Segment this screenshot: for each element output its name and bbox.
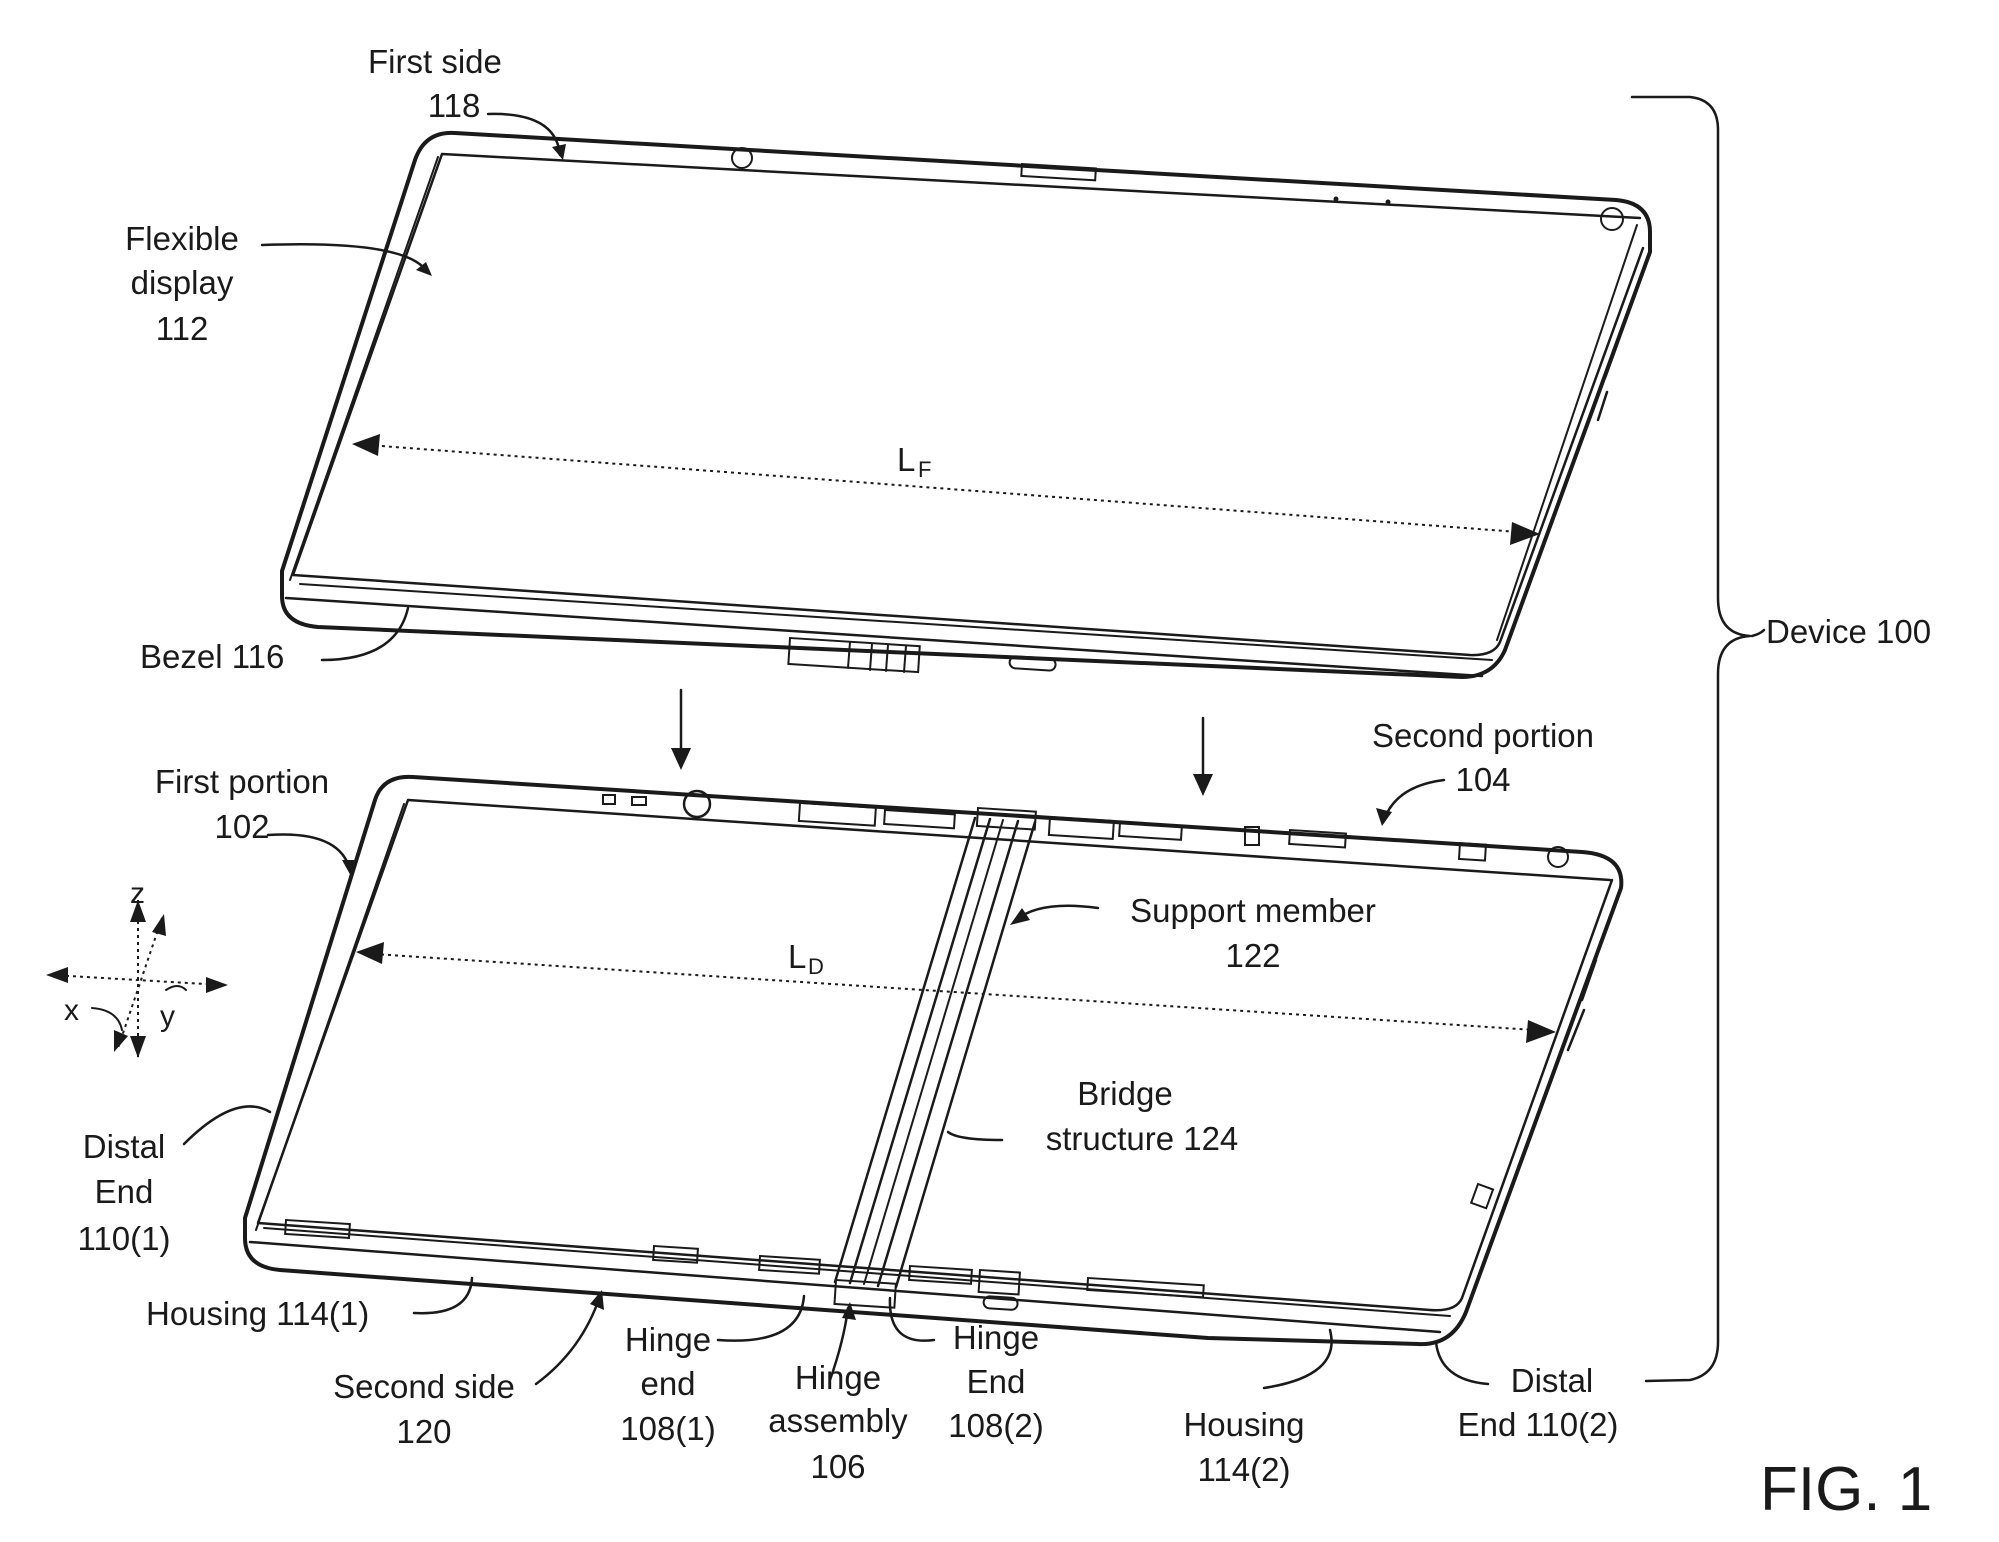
second-portion-label: Second portion [1372, 717, 1594, 754]
bridge-structure-label-1: Bridge [1077, 1075, 1172, 1112]
flexible-display-number: 112 [156, 310, 209, 347]
axes-icon [46, 900, 228, 1058]
bridge-structure-label-2: structure 124 [1046, 1120, 1239, 1157]
ld-label: L [788, 938, 806, 975]
distal-end-2-label-1: Distal [1511, 1362, 1594, 1399]
hinge-end-1-label-1: Hinge [625, 1321, 711, 1358]
device-bracket [1632, 97, 1750, 1381]
housing-2-label: Housing [1183, 1406, 1304, 1443]
hinge-end-1-number: 108(1) [620, 1410, 715, 1447]
distal-end-1-label-1: Distal [83, 1128, 166, 1165]
housing-2-number: 114(2) [1198, 1451, 1291, 1488]
flexible-display-panel [282, 133, 1650, 677]
hinge-end-2-label-2: End [967, 1363, 1026, 1400]
distal-end-1-label-2: End [95, 1173, 154, 1210]
ld-subscript: D [808, 954, 824, 979]
distal-end-2-label-2: End 110(2) [1458, 1406, 1619, 1443]
hinge-assembly-number: 106 [810, 1448, 865, 1485]
first-side-number: 118 [428, 87, 481, 124]
support-member-label: Support member [1130, 892, 1376, 929]
lf-label: L [897, 441, 915, 478]
hinge-end-2-number: 108(2) [948, 1407, 1043, 1444]
hinge-assembly-label-2: assembly [768, 1402, 908, 1439]
housing-1-label: Housing 114(1) [146, 1295, 369, 1332]
hinge-assembly-label-1: Hinge [795, 1359, 881, 1396]
flexible-display-label-1: Flexible [125, 220, 239, 257]
first-portion-number: 102 [214, 808, 269, 845]
device-body [245, 777, 1621, 1344]
hinge-end-1-label-2: end [640, 1365, 695, 1402]
flexible-display-label-2: display [131, 264, 234, 301]
second-side-label: Second side [333, 1368, 515, 1405]
lf-subscript: F [918, 457, 931, 482]
support-member-number: 122 [1225, 937, 1280, 974]
labels: First side 118 Flexible display 112 L F … [64, 43, 1932, 1524]
bezel-label: Bezel 116 [140, 638, 284, 675]
axis-z-label: z [130, 877, 145, 910]
distal-end-1-number: 110(1) [78, 1220, 171, 1257]
assembly-arrows [671, 690, 1213, 796]
first-portion-label: First portion [155, 763, 329, 800]
second-portion-number: 104 [1455, 761, 1510, 798]
axis-y-label: y [160, 1000, 175, 1033]
first-side-label: First side [368, 43, 502, 80]
figure-title: FIG. 1 [1760, 1455, 1932, 1524]
axis-x-label: x [64, 994, 79, 1027]
second-side-number: 120 [396, 1413, 451, 1450]
hinge-end-2-label-1: Hinge [953, 1319, 1039, 1356]
device-label: Device 100 [1766, 613, 1931, 650]
